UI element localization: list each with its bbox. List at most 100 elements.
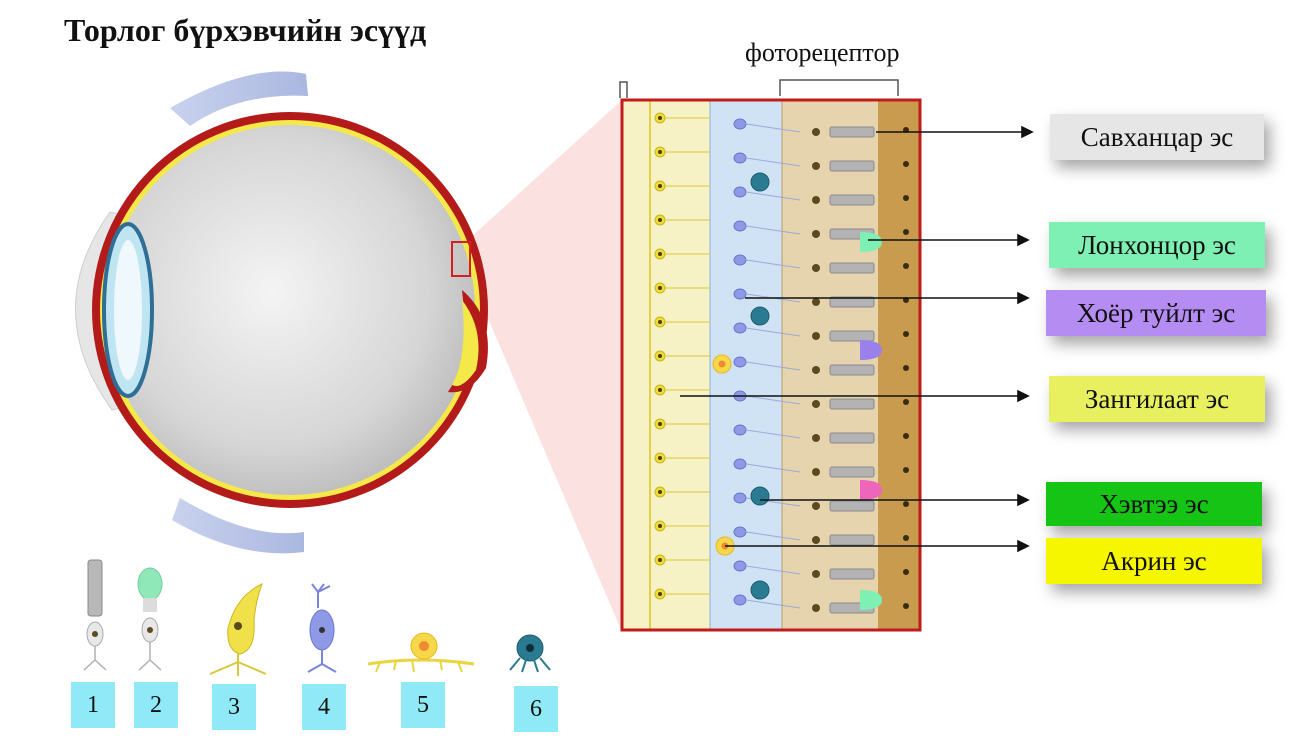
pigment-nucleus: [903, 569, 909, 575]
pigment-nucleus: [903, 195, 909, 201]
label-ganglion-cell: Зангилаат эс: [1049, 376, 1265, 422]
label-bipolar-cell: Хоёр туйлт эс: [1046, 290, 1266, 336]
lower-muscle: [172, 498, 304, 554]
bipolar-dendrite: [745, 361, 801, 371]
pigment-nucleus: [903, 433, 909, 439]
bipolar-dendrite: [745, 123, 801, 133]
bipolar-cell-body: [733, 152, 747, 164]
horizontal-cell: [750, 580, 770, 600]
pigment-nucleus: [903, 399, 909, 405]
lens-inner: [114, 240, 142, 380]
cone-cell: [860, 590, 882, 610]
label-horizontal-cell: Хэвтээ эс: [1046, 482, 1262, 526]
bipolar-cell-body: [733, 526, 747, 538]
ganglion-cell-nucleus: [658, 388, 662, 392]
bipolar-dendrite: [745, 463, 801, 473]
horizontal-cell: [750, 486, 770, 506]
pigment-nucleus: [903, 603, 909, 609]
icon-cone-cell: [137, 567, 163, 671]
pigment-nucleus: [903, 229, 909, 235]
pigment-nucleus: [903, 501, 909, 507]
photoreceptor-nucleus: [812, 570, 820, 578]
photoreceptor-nucleus: [812, 400, 820, 408]
icon-horizontal-cell: [509, 634, 551, 673]
bipolar-dendrite: [745, 191, 801, 201]
pigment-nucleus: [903, 331, 909, 337]
photoreceptor-nucleus: [812, 298, 820, 306]
pigment-nucleus: [903, 467, 909, 473]
bipolar-dendrite: [745, 327, 801, 337]
ganglion-cell-nucleus: [658, 320, 662, 324]
ganglion-cell-nucleus: [658, 116, 662, 120]
small-bracket: [619, 81, 628, 98]
eyeball-body: [105, 125, 475, 495]
number-box-5: 5: [401, 682, 445, 728]
photoreceptor-label: фоторецептор: [745, 38, 900, 67]
rod-outer-segment: [829, 466, 875, 478]
bipolar-dendrite: [745, 225, 801, 235]
diagram-title: Торлог бүрхэвчийн эсүүд: [64, 12, 427, 48]
horizontal-cell: [750, 172, 770, 192]
rod-outer-segment: [829, 330, 875, 342]
ganglion-cell-nucleus: [658, 218, 662, 222]
pigment-nucleus: [903, 263, 909, 269]
photoreceptor-nucleus: [812, 162, 820, 170]
number-box-1: 1: [71, 682, 115, 728]
ganglion-cell-nucleus: [658, 184, 662, 188]
bipolar-dendrite: [745, 157, 801, 167]
bipolar-cell-body: [733, 492, 747, 504]
icon-ganglion-cell: [209, 583, 267, 676]
ganglion-cell-nucleus: [658, 524, 662, 528]
photoreceptor-nucleus: [812, 366, 820, 374]
label-amacrine-cell: Акрин эс: [1046, 538, 1262, 584]
rod-outer-segment: [829, 194, 875, 206]
photoreceptor-bracket: [779, 79, 899, 96]
optic-disc: [452, 300, 479, 386]
label-cone-cell: Лонхонцор эс: [1049, 222, 1265, 268]
pigment-nucleus: [903, 365, 909, 371]
icon-rod-cell: [83, 559, 107, 671]
number-box-6: 6: [514, 686, 558, 732]
bipolar-cell-body: [733, 254, 747, 266]
bipolar-dendrite: [745, 565, 801, 575]
photoreceptor-nucleus: [812, 264, 820, 272]
bipolar-dendrite: [745, 429, 801, 439]
rod-outer-segment: [829, 160, 875, 172]
bipolar-cell-body: [733, 458, 747, 470]
bipolar-dendrite: [745, 259, 801, 269]
bipolar-dendrite: [745, 599, 801, 609]
bipolar-cell-body: [733, 356, 747, 368]
ganglion-cell-nucleus: [658, 592, 662, 596]
zoom-wedge: [470, 100, 622, 632]
pointer-lines: [680, 125, 1034, 553]
photoreceptor-nucleus: [812, 604, 820, 612]
ganglion-cell-nucleus: [658, 558, 662, 562]
zoom-marker: [451, 241, 471, 277]
bipolar-cell-body: [733, 560, 747, 572]
photoreceptor-nucleus: [812, 468, 820, 476]
photoreceptor-nucleus: [812, 502, 820, 510]
amacrine-nucleus: [718, 360, 726, 368]
bipolar-cell-body: [733, 288, 747, 300]
bipolar-dendrite: [745, 395, 801, 405]
icon-bipolar-cell: [307, 583, 337, 673]
bipolar-cell-body: [733, 322, 747, 334]
cone-cell-pink: [860, 480, 882, 500]
photoreceptor-nucleus: [812, 196, 820, 204]
cone-cell-blue: [860, 340, 882, 360]
bipolar-cell-body: [733, 424, 747, 436]
retina-cross-section: [620, 98, 922, 632]
rod-outer-segment: [829, 568, 875, 580]
upper-muscle: [170, 71, 308, 126]
number-box-3: 3: [212, 684, 256, 730]
rod-outer-segment: [829, 432, 875, 444]
bipolar-cell-body: [733, 186, 747, 198]
bipolar-dendrite: [745, 531, 801, 541]
rod-outer-segment: [829, 262, 875, 274]
pigment-nucleus: [903, 161, 909, 167]
rod-outer-segment: [829, 126, 875, 138]
photoreceptor-nucleus: [812, 128, 820, 136]
ganglion-cell-nucleus: [658, 422, 662, 426]
photoreceptor-nucleus: [812, 536, 820, 544]
